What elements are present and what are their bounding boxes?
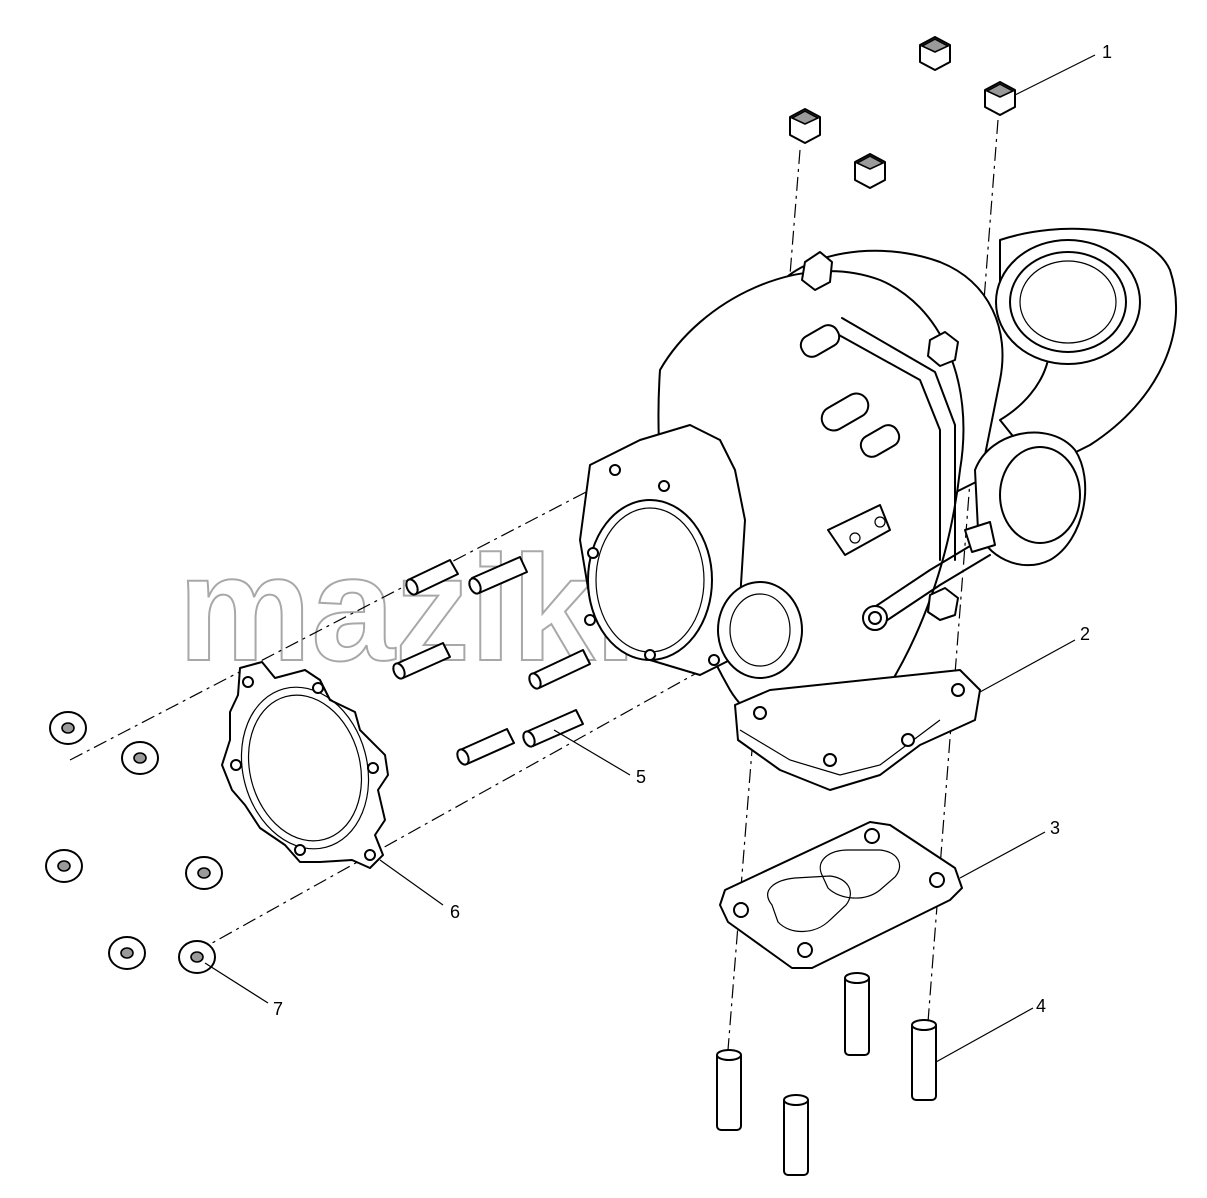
hex-nut-group-top — [789, 36, 1016, 189]
flange-nut-icon — [108, 936, 146, 970]
flange-nut-icon — [178, 940, 216, 974]
stud-icon — [844, 972, 870, 1056]
callout-5: 5 — [636, 767, 646, 787]
flange-nut-icon — [121, 741, 159, 775]
callout-6: 6 — [450, 902, 460, 922]
flange-nut-icon — [49, 711, 87, 745]
leader-lines — [204, 54, 1096, 1063]
stud-icon — [468, 556, 528, 595]
hex-nut-icon — [789, 108, 821, 144]
stud-icon — [456, 728, 515, 766]
stud-icon — [783, 1094, 809, 1176]
flange-nut-group — [45, 711, 223, 974]
stud-icon — [522, 709, 584, 748]
turbocharger — [579, 227, 1178, 791]
stud-icon — [911, 1019, 937, 1101]
stud-icon — [405, 559, 459, 596]
callout-2: 2 — [1080, 624, 1090, 644]
callout-3: 3 — [1050, 818, 1060, 838]
stud-icon — [392, 642, 451, 680]
callout-7: 7 — [273, 999, 283, 1019]
stud-group-inlet — [392, 556, 591, 766]
hex-nut-icon — [919, 36, 951, 71]
inlet-gasket — [221, 661, 389, 869]
callout-1: 1 — [1102, 42, 1112, 62]
hex-nut-icon — [854, 153, 886, 189]
flange-nut-icon — [185, 856, 223, 890]
stud-icon — [528, 649, 591, 690]
stud-icon — [716, 1049, 742, 1131]
flange-nut-icon — [45, 849, 83, 883]
manifold-gasket — [719, 821, 963, 969]
hex-nut-icon — [984, 81, 1016, 116]
callout-4: 4 — [1036, 996, 1046, 1016]
stud-group-manifold — [716, 972, 937, 1176]
